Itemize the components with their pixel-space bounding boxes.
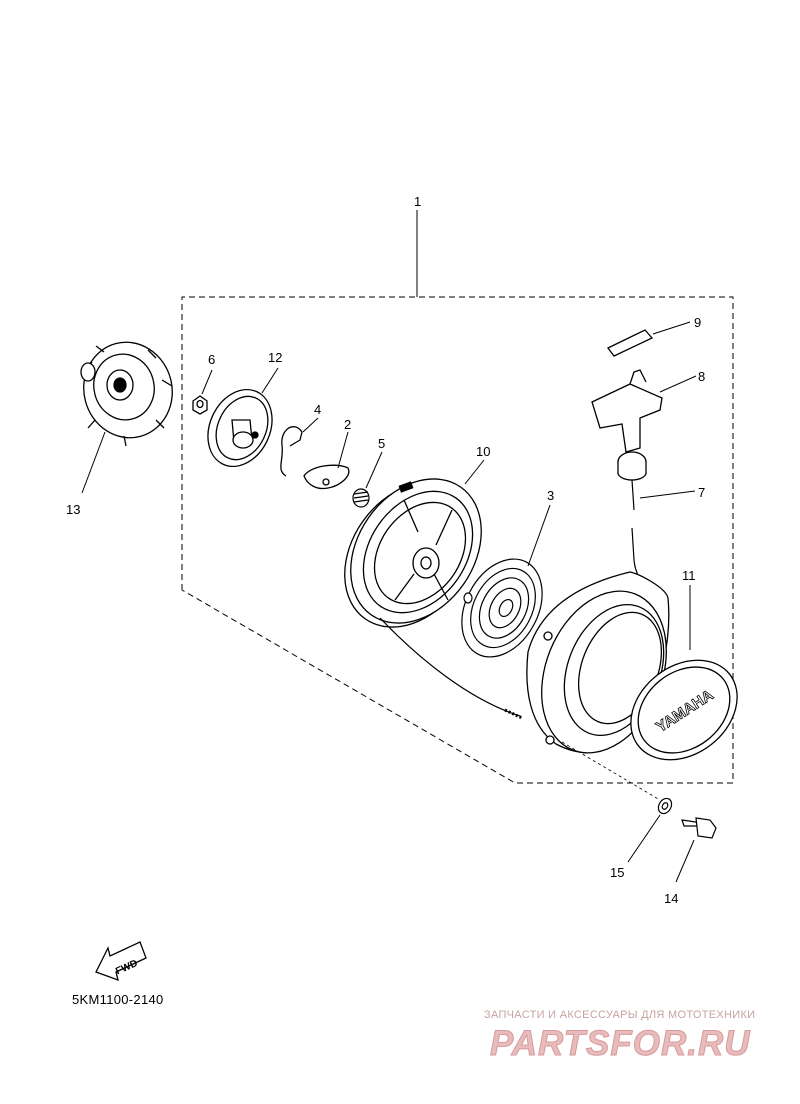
leader-3 bbox=[527, 504, 551, 567]
part-15-washer bbox=[657, 797, 673, 815]
leader-12 bbox=[261, 367, 279, 394]
leader-5 bbox=[365, 451, 383, 489]
callout-5: 5 bbox=[378, 436, 385, 451]
part-3-recoil-spring bbox=[461, 558, 543, 658]
callout-2: 2 bbox=[344, 417, 351, 432]
leader-14 bbox=[675, 839, 695, 883]
callout-4: 4 bbox=[314, 402, 321, 417]
leader-13 bbox=[81, 431, 106, 494]
part-12-drive-plate bbox=[207, 388, 273, 468]
leader-2 bbox=[337, 431, 349, 469]
leader-10 bbox=[464, 459, 485, 485]
leader-9 bbox=[652, 321, 691, 335]
callout-3: 3 bbox=[547, 488, 554, 503]
leader-6 bbox=[201, 369, 213, 395]
callout-11: 11 bbox=[682, 568, 696, 583]
watermark-logo: PARTSFOR.RU bbox=[490, 1024, 751, 1064]
part-6-nut bbox=[192, 395, 208, 415]
callout-10: 10 bbox=[476, 444, 490, 459]
callout-1: 1 bbox=[414, 194, 421, 209]
callout-6: 6 bbox=[208, 352, 215, 367]
callout-12: 12 bbox=[268, 350, 282, 365]
callout-9: 9 bbox=[694, 315, 701, 330]
leader-8 bbox=[659, 375, 697, 393]
callout-8: 8 bbox=[698, 369, 705, 384]
callout-13: 13 bbox=[66, 502, 80, 517]
watermark-tagline: ЗАПЧАСТИ И АКСЕССУАРЫ ДЛЯ МОТОТЕХНИКИ bbox=[484, 1009, 756, 1021]
callout-14: 14 bbox=[664, 891, 678, 906]
part-2-pawl bbox=[303, 464, 350, 490]
leader-15 bbox=[561, 741, 661, 801]
part-10-reel bbox=[344, 478, 482, 628]
part-13-drive-pulley bbox=[80, 341, 173, 447]
callout-7: 7 bbox=[698, 485, 705, 500]
leader-4 bbox=[302, 417, 319, 433]
leader-7 bbox=[639, 490, 696, 499]
part-8-starter-handle bbox=[591, 369, 663, 481]
part-9-handle-cap bbox=[607, 329, 654, 357]
part-14-bolt bbox=[681, 817, 717, 839]
part-11-cover bbox=[630, 659, 738, 761]
assembly-boundary bbox=[181, 296, 734, 784]
part-4-clip-spring bbox=[280, 426, 303, 477]
part-5-small-spring bbox=[352, 488, 370, 508]
callout-15: 15 bbox=[610, 865, 624, 880]
drawing-code: 5KM1100-2140 bbox=[72, 992, 164, 1007]
fwd-arrow-icon: FWD bbox=[95, 941, 147, 982]
leader-15-label bbox=[627, 814, 661, 863]
